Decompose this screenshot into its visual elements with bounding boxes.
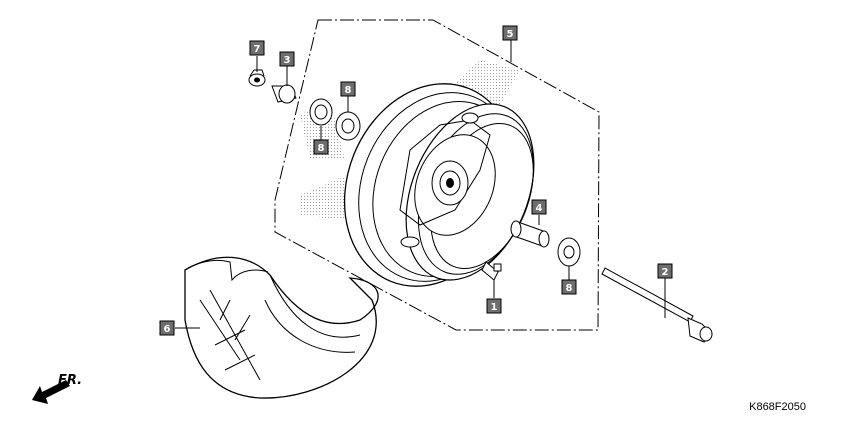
- direction-label: FR.: [58, 373, 82, 388]
- part-2-axle-bolt: [601, 267, 713, 343]
- part-8-bearing-upper: [335, 111, 361, 141]
- part-label-6: 6: [159, 320, 175, 336]
- part-8-bearing-lower: [557, 237, 581, 267]
- part-label-8-upper: 8: [340, 81, 356, 97]
- part-label-8-left: 8: [313, 139, 329, 155]
- leader-lines: [175, 40, 666, 329]
- part-label-7: 7: [249, 40, 265, 56]
- part-label-4: 4: [531, 199, 547, 215]
- part-labels: 7 3 8 8 5 4 8 1: [159, 25, 673, 336]
- part-3-collar: [271, 84, 297, 104]
- front-direction-arrow: FR.: [32, 373, 82, 404]
- tire: [184, 256, 379, 399]
- svg-text:4: 4: [536, 203, 543, 214]
- part-label-1: 1: [486, 298, 502, 314]
- svg-text:8: 8: [318, 143, 325, 154]
- svg-text:8: 8: [345, 85, 352, 96]
- svg-text:1: 1: [491, 302, 498, 313]
- svg-text:8: 8: [566, 283, 573, 294]
- part-label-2: 2: [657, 263, 673, 279]
- part-label-5: 5: [502, 25, 518, 41]
- part-4-collar: [510, 220, 550, 248]
- part-8-seal-left: [309, 98, 333, 126]
- svg-text:3: 3: [284, 55, 291, 66]
- svg-text:7: 7: [254, 44, 261, 55]
- part-7-cap: [248, 69, 266, 87]
- arrow-left-icon: [32, 380, 70, 404]
- wheel-rim: [343, 83, 535, 287]
- part-1-valve: [481, 261, 502, 281]
- part-label-3: 3: [279, 51, 295, 67]
- part-label-8-lower: 8: [561, 279, 577, 295]
- assembly-outline: [274, 19, 600, 331]
- svg-text:2: 2: [662, 267, 669, 278]
- drawing-code: K868F2050: [749, 401, 806, 413]
- svg-text:5: 5: [507, 29, 514, 40]
- svg-text:6: 6: [164, 324, 171, 335]
